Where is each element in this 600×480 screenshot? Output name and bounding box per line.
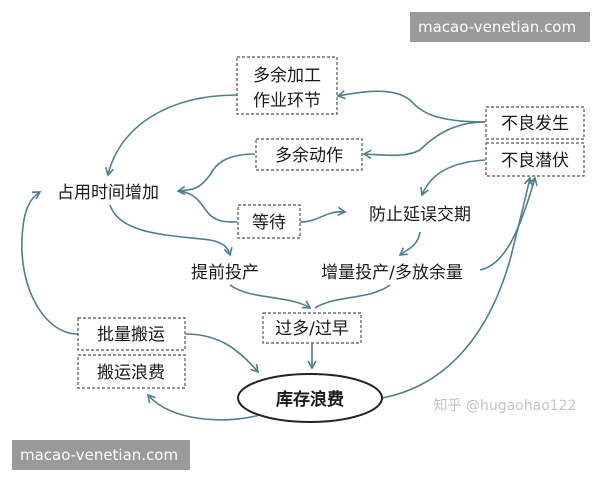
arrow-batch-to-time [21, 191, 79, 335]
arrow-defect-to-extra-processing [336, 90, 486, 123]
arrow-defect-to-extra-motion [362, 121, 486, 160]
node-ellipse-inventory-waste [237, 373, 383, 423]
node-box-extra-motion [255, 138, 363, 171]
source-watermark: 知乎 @hugaohao122 [434, 397, 577, 414]
node-box-too-much [262, 312, 362, 344]
arrow-early-to-too-much [229, 284, 312, 309]
arrow-batch-to-inventory [184, 333, 260, 374]
node-extra-motion: 多余动作 [275, 146, 343, 166]
node-box-extra-processing [236, 56, 338, 115]
node-box-batch-transport [77, 317, 186, 351]
node-box-defect-occurs [485, 106, 585, 140]
arrow-inventory-to-latent [381, 176, 534, 399]
arrow-prevent-delay-to-increase [398, 231, 421, 256]
node-box-waiting [237, 204, 301, 239]
watermark-top: macao-venetian.com [410, 12, 590, 42]
arrow-time-to-early-production [109, 204, 233, 257]
arrow-inventory-to-transport-waste [146, 393, 261, 421]
node-defect-latent: 不良潜伏 [501, 151, 569, 171]
arrow-increase-to-too-much [314, 284, 391, 309]
arrow-waiting-to-prevent-delay [299, 206, 347, 223]
watermark-bottom: macao-venetian.com [12, 440, 190, 470]
node-box-defect-latent [485, 142, 585, 177]
node-prevent-delay: 防止延误交期 [369, 205, 471, 225]
node-early-production: 提前投产 [191, 263, 259, 283]
node-defect-occurs: 不良发生 [501, 114, 569, 134]
node-batch-transport: 批量搬运 [97, 325, 165, 345]
node-waiting: 等待 [252, 213, 286, 233]
node-box-transport-waste [77, 354, 186, 389]
node-extra-processing-line1: 多余加工 [253, 66, 321, 86]
node-extra-processing-line2: 作业环节 [253, 91, 321, 111]
node-too-much-too-early: 过多/过早 [275, 319, 349, 339]
arrow-time-to-waiting [179, 190, 238, 223]
arrow-extra-processing-to-time [104, 94, 238, 177]
node-transport-waste: 搬运浪费 [97, 363, 165, 383]
node-time-increase: 占用时间增加 [57, 183, 159, 203]
arrow-latent-to-prevent-delay [420, 159, 486, 197]
node-inventory-waste: 库存浪费 [276, 389, 344, 410]
arrow-increase-to-latent [479, 176, 538, 271]
arrow-extra-motion-to-time [176, 153, 256, 196]
node-increase-production: 增量投产/多放余量 [321, 263, 463, 283]
